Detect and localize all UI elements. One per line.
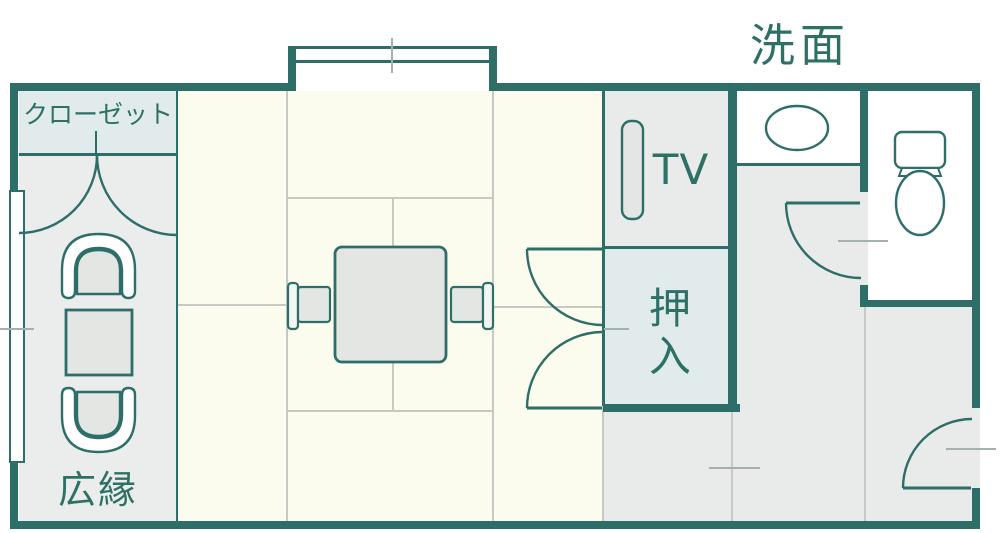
wall-bottom [10,521,980,529]
low-table-icon [333,245,448,364]
wash-basin-icon [764,104,830,152]
tv-set-icon [620,119,645,221]
toilet-bottom-wall [860,300,980,307]
futon-closet-bottom-wall [603,404,740,412]
basin-counter-line [737,163,860,166]
wall-right-upper [972,83,980,408]
floor-boundary-line [731,412,733,521]
veranda-partition-line [175,91,178,521]
tv-label: TV [652,144,710,194]
closet-front-line [19,153,177,156]
wall-left-upper [10,83,18,192]
floor-boundary-line [864,307,866,521]
armchair-icon [60,386,137,454]
toilet-icon [893,130,947,237]
floor-chair-icon [449,281,495,331]
closet-label: クローゼット [22,100,173,130]
wall-top-right [489,83,980,91]
entrance-door-tick [946,448,996,450]
closet-floor [19,91,177,154]
washbasin-label: 洗面 [749,19,850,73]
tv-corner-bottom-line [604,246,728,249]
wall-center-right [728,91,737,412]
futon-closet-floor [604,248,728,406]
tatami-line [493,306,603,308]
corridor-opening-tick [709,467,760,469]
floor-chair-icon [286,281,332,331]
closet-double-door [18,154,178,237]
wall-top-left [10,83,296,91]
bay-window-center-tick [391,38,393,73]
tea-table-icon [64,308,134,377]
futon-closet-double-door [525,247,603,410]
window-center-tick [0,328,34,330]
side-window [9,190,25,463]
armchair-icon [60,232,137,300]
floor-boundary-line [602,406,604,521]
tatami-line [286,197,493,199]
bay-window-wall-left [288,46,296,91]
futon-closet-label: 押入 [642,286,692,382]
tatami-line [286,91,288,521]
bay-window-wall-right [489,46,497,91]
wall-right-lower [972,488,980,529]
tv-corner-partition-line [602,91,605,406]
toilet-partition-stub [860,285,868,307]
washroom-door [784,201,862,280]
tatami-line [392,361,394,411]
entrance-door [901,417,973,490]
tatami-line [286,410,493,412]
futon-closet-door-tick [604,328,629,330]
toilet-doorway-tick [838,240,888,242]
toilet-partition-upper [860,91,868,192]
tatami-line [177,304,286,306]
tatami-line [392,197,394,248]
closet-door-center-tick [95,131,97,154]
veranda-label: 広縁 [57,467,138,512]
wall-left-lower [10,461,18,529]
